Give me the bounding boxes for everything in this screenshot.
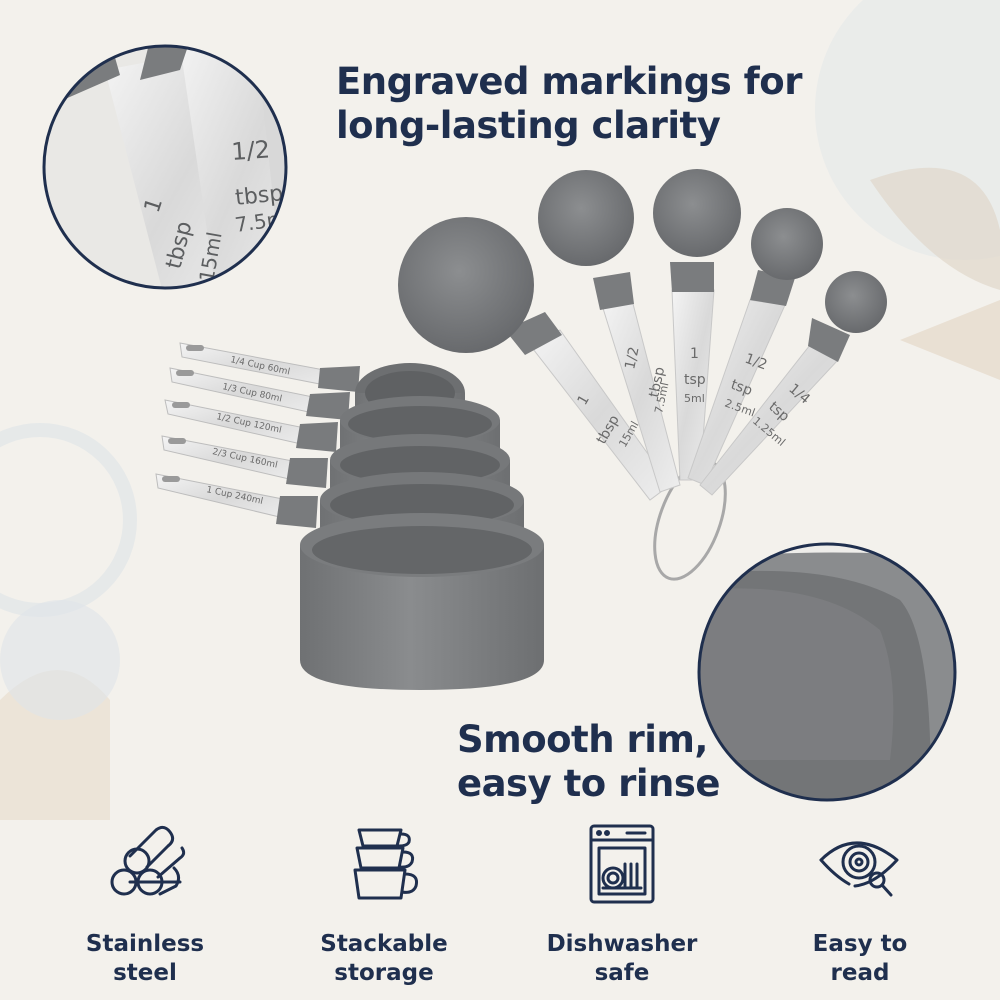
- feature-easy-to-read: Easy to read: [760, 822, 960, 988]
- feature-steel-line1: Stainless: [85, 931, 205, 957]
- zoom-markings-circle: 1 tbsp 15ml 1/2 tbsp 7.5ml: [42, 44, 288, 290]
- headline-smooth-rim: Smooth rim, easy to rinse: [457, 718, 720, 806]
- steel-rods-icon: [110, 825, 186, 896]
- measuring-cups: 1/4 Cup 60ml 1/3 Cup 80ml 1/2 Cup 120ml …: [155, 342, 544, 690]
- feature-stackable-storage: Stackable storage: [284, 822, 484, 988]
- zoom-rim-circle: [697, 542, 957, 802]
- feature-dishwasher-safe: Dishwasher safe: [522, 822, 722, 988]
- headline-engraved-line1: Engraved markings for: [336, 60, 802, 103]
- headline-rim-line1: Smooth rim,: [457, 718, 708, 761]
- spoon-2-fraction: 1/2: [622, 345, 642, 370]
- feature-stainless-steel: Stainless steel: [45, 822, 245, 988]
- spoon-2-unit: tbsp: [646, 366, 668, 399]
- headline-rim-line2: easy to rinse: [457, 762, 720, 805]
- feature-stack-line1: Stackable: [320, 931, 448, 957]
- stacked-cups-icon: [353, 828, 418, 900]
- feature-steel-line2: steel: [113, 960, 177, 986]
- spoon-3-volume: 5ml: [684, 392, 705, 405]
- spoon-4-fraction: 1/2: [743, 351, 770, 374]
- spoon-3-fraction: 1: [690, 346, 699, 362]
- spoon-2-half-tbsp: 1/2 tbsp 7.5ml: [538, 170, 681, 493]
- eye-magnifier-icon: [819, 841, 899, 897]
- headline-engraved-markings: Engraved markings for long-lasting clari…: [336, 60, 802, 148]
- measuring-spoons: 1 tbsp 15ml 1/2 tbsp 7.5ml 1 tsp 5ml 1: [398, 169, 887, 581]
- feature-read-line1: Easy to: [812, 931, 908, 957]
- background-decor: [0, 167, 1000, 820]
- spoon-3-unit: tsp: [684, 372, 706, 388]
- zoom-right-unit: tbsp: [234, 181, 284, 211]
- spoon-4-half-tsp: 1/2 tsp 2.5ml: [687, 208, 823, 486]
- spoon-2-volume: 7.5ml: [652, 381, 671, 414]
- dishwasher-icon: [589, 824, 655, 904]
- feature-read-line2: read: [830, 960, 890, 986]
- headline-engraved-line2: long-lasting clarity: [336, 104, 721, 147]
- feature-dish-line2: safe: [594, 960, 650, 986]
- feature-stack-line2: storage: [334, 960, 434, 986]
- zoom-right-number: 1/2: [230, 135, 270, 166]
- feature-dish-line1: Dishwasher: [546, 931, 698, 957]
- spoon-1-tbsp: 1 tbsp 15ml: [398, 217, 671, 501]
- spoon-4-unit: tsp: [729, 377, 755, 399]
